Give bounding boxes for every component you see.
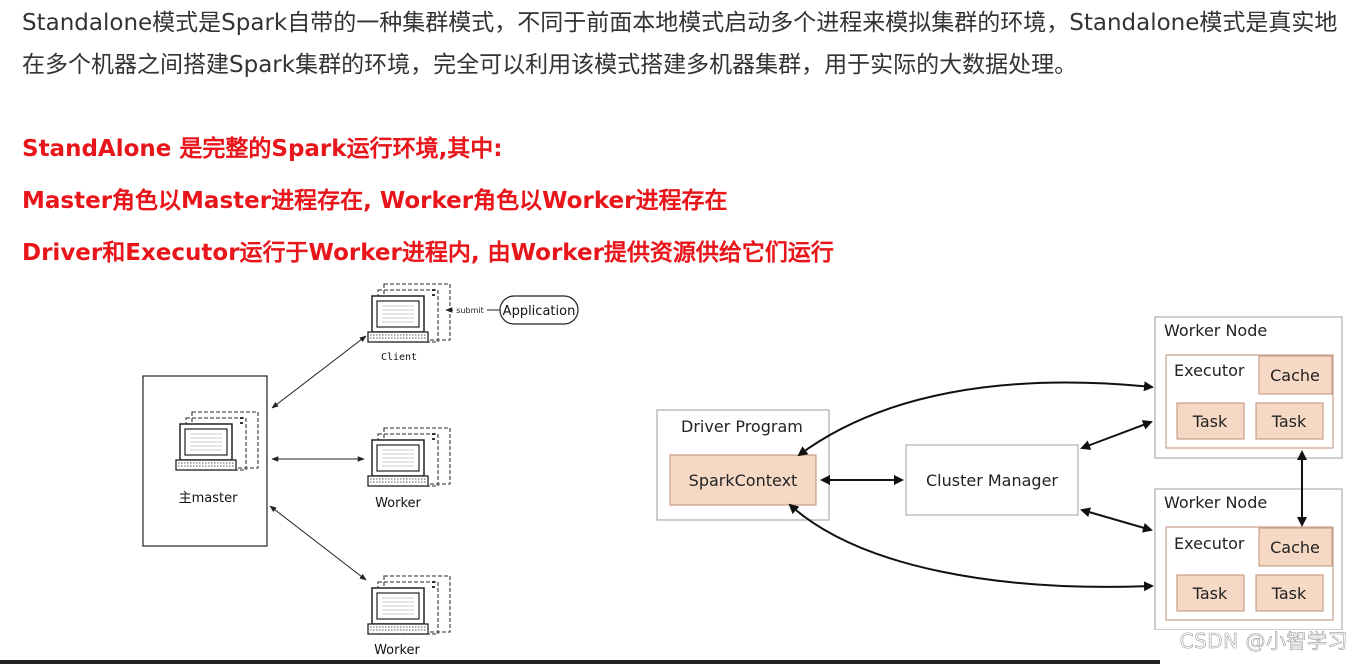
cache-1-label: Cache bbox=[1270, 366, 1320, 385]
context-worker1-arrow bbox=[797, 381, 1154, 457]
cache-2-box bbox=[1258, 527, 1333, 567]
task-1b-label: Task bbox=[1271, 412, 1307, 431]
worker-node-2-title: Worker Node bbox=[1164, 493, 1267, 512]
cache-2-label: Cache bbox=[1270, 538, 1320, 557]
client-label: Client bbox=[381, 352, 417, 363]
context-worker2-arrow bbox=[788, 503, 1154, 592]
standalone-topology-diagram: 主master Client Worker Worker submit Appl… bbox=[142, 283, 579, 658]
highlight-line-1: StandAlone 是完整的Spark运行环境,其中: bbox=[22, 136, 503, 162]
driver-program-title: Driver Program bbox=[681, 417, 803, 436]
spark-context-label: SparkContext bbox=[689, 471, 798, 490]
worker-1-computer-icon bbox=[367, 427, 451, 487]
task-1a-label: Task bbox=[1192, 412, 1228, 431]
cache-1-box bbox=[1258, 355, 1333, 395]
submit-label: submit bbox=[456, 306, 483, 315]
executor-1-label: Executor bbox=[1174, 361, 1245, 380]
csdn-watermark: CSDN @小智学习 bbox=[1179, 629, 1348, 654]
master-client-arrow bbox=[271, 335, 367, 409]
spark-context-box bbox=[669, 454, 817, 506]
task-2b-box bbox=[1255, 574, 1324, 612]
manager-worker1-arrow bbox=[1080, 420, 1153, 450]
spark-cluster-architecture-diagram: Driver Program SparkContext Cluster Mana… bbox=[656, 316, 1343, 630]
worker-2-label: Worker bbox=[374, 643, 420, 658]
application-node bbox=[499, 295, 579, 325]
task-2a-box bbox=[1176, 574, 1245, 612]
worker-1-label: Worker bbox=[375, 496, 421, 511]
master-label: 主master bbox=[179, 491, 238, 506]
worker-node-1-title: Worker Node bbox=[1164, 321, 1267, 340]
master-worker2-arrow bbox=[269, 505, 367, 581]
task-1a-box bbox=[1176, 402, 1245, 440]
highlight-line-2: Master角色以Master进程存在, Worker角色以Worker进程存在 bbox=[22, 188, 728, 214]
cluster-manager-box bbox=[905, 444, 1079, 516]
intro-paragraph: Standalone模式是Spark自带的一种集群模式，不同于前面本地模式启动多… bbox=[22, 10, 1338, 78]
application-label: Application bbox=[503, 304, 576, 319]
bottom-divider bbox=[0, 660, 1160, 664]
worker-2-computer-icon bbox=[367, 575, 451, 635]
task-2a-label: Task bbox=[1192, 584, 1228, 603]
client-computer-icon bbox=[367, 283, 451, 343]
task-1b-box bbox=[1255, 402, 1324, 440]
highlight-line-3: Driver和Executor运行于Worker进程内, 由Worker提供资源… bbox=[22, 240, 834, 266]
executor-2-label: Executor bbox=[1174, 534, 1245, 553]
manager-worker2-arrow bbox=[1080, 507, 1153, 533]
task-2b-label: Task bbox=[1271, 584, 1307, 603]
cluster-manager-label: Cluster Manager bbox=[926, 471, 1058, 490]
